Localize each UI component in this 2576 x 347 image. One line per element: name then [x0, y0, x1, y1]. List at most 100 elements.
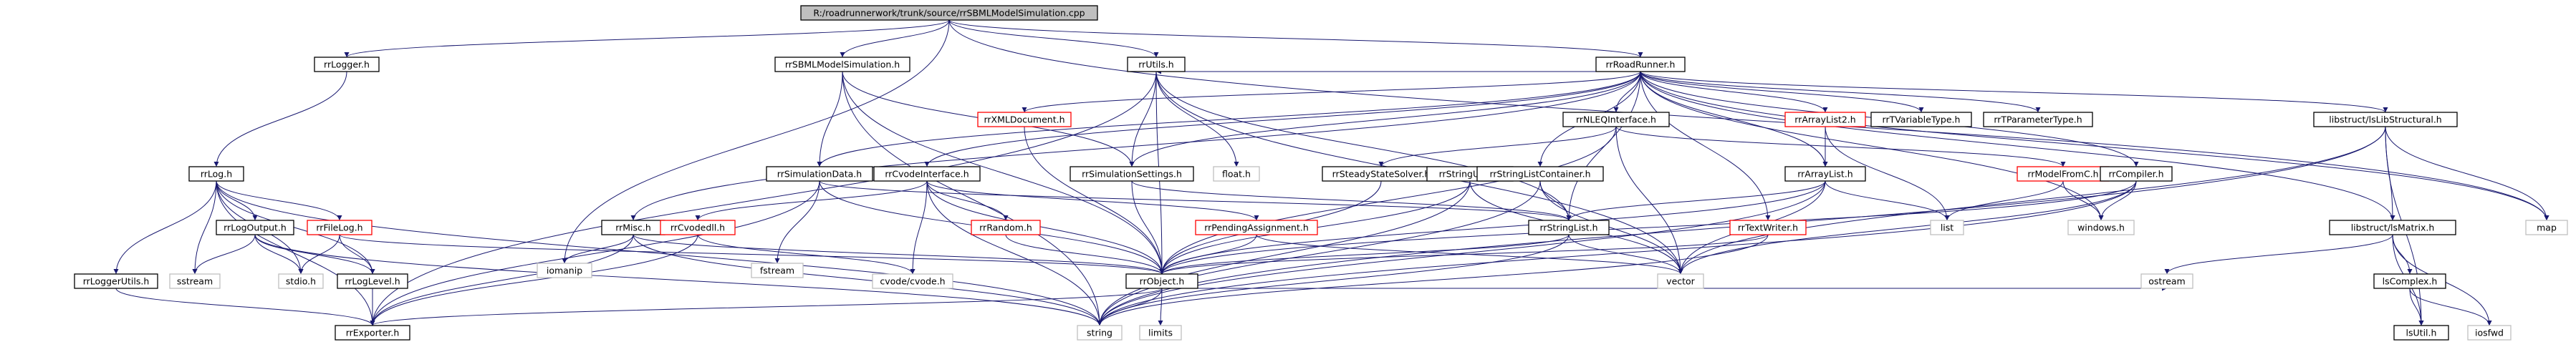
node-label: libstruct/lsLibStructural.h	[2329, 114, 2441, 125]
node-rrloglevel-h[interactable]: rrLogLevel.h	[337, 273, 408, 289]
node-box	[873, 166, 981, 182]
node-rrxmldocument-h[interactable]: rrXMLDocument.h	[977, 112, 1072, 127]
edge-rrcvodedll-h-to-cvode-cvode-h	[697, 234, 915, 275]
node-rrexporter-h[interactable]: rrExporter.h	[335, 325, 410, 341]
node-windows-h: windows.h	[2067, 220, 2135, 235]
node-label: rrTParameterType.h	[1994, 114, 2082, 125]
edge-rrstringlistcontainer-h-to-vector	[1539, 180, 1683, 275]
edge-rrsimulationsettings-h-to-rrstringlist-h	[1131, 180, 1572, 221]
node-box	[766, 166, 873, 182]
node-box	[2525, 220, 2568, 235]
node-rrutils-h[interactable]: rrUtils.h	[1127, 57, 1186, 72]
node-box	[1070, 166, 1194, 182]
node-label: rrTextWriter.h	[1738, 223, 1798, 233]
node-rrlogger-h[interactable]: rrLogger.h	[314, 57, 380, 72]
node-label: rrLogOutput.h	[224, 223, 287, 233]
node-rrstringlistcontainer-h[interactable]: rrStringListContainer.h	[1476, 166, 1604, 182]
edge-rrmodelfromc-h-to-list	[1944, 180, 2064, 221]
node-rrtvariabletype-h[interactable]: rrTVariableType.h	[1870, 112, 1972, 127]
node-box	[314, 57, 380, 72]
edge-rrutils-h-to-rrsimulationsettings-h	[1129, 71, 1157, 167]
node-rrcvodeinterface-h[interactable]: rrCvodeInterface.h	[873, 166, 981, 182]
edge-rrroadrunner-h-to-rrmisc-h	[630, 71, 1641, 221]
node-rrmodelfromc-h[interactable]: rrModelFromC.h	[2017, 166, 2110, 182]
node-box	[1657, 273, 1704, 289]
node-rrsbmlmodelsimulation-h[interactable]: rrSBMLModelSimulation.h	[774, 57, 910, 72]
edge-rrcvodeinterface-h-to-rrpendingassignment-h	[926, 180, 1259, 221]
node-box	[800, 5, 1098, 21]
node-label: lsComplex.h	[2383, 276, 2438, 287]
edge-rrnleqinterface-h-to-rrsteadystatesolver-h	[1378, 126, 1617, 167]
node-libstructlibstructural-h[interactable]: libstruct/lsLibStructural.h	[2313, 112, 2458, 127]
node-box	[216, 220, 294, 235]
edge-rrcvodedll-h-to-rrexporter-h	[370, 234, 698, 326]
node-lscomplex-h[interactable]: lsComplex.h	[2373, 273, 2446, 289]
node-rrnleqinterface-h[interactable]: rrNLEQInterface.h	[1562, 112, 1670, 127]
node-rrroadrunner-h[interactable]: rrRoadRunner.h	[1595, 57, 1686, 72]
node-label: rrCvodedll.h	[671, 223, 725, 233]
node-label: rrXMLDocument.h	[984, 114, 1064, 125]
node-rrcvodedll-h[interactable]: rrCvodedll.h	[660, 220, 736, 235]
node-rrarraylist2-h[interactable]: rrArrayList2.h	[1784, 112, 1866, 127]
node-iosfwd: iosfwd	[2467, 325, 2512, 341]
edge-rrobject-h-to-string	[1097, 288, 1163, 326]
node-box	[1125, 273, 1198, 289]
node-rrstringlist-h[interactable]: rrStringList.h	[1528, 220, 1610, 235]
edge-libstructlibstructural-h-to-vector	[1678, 126, 2386, 275]
edge-rrrandom-h-to-rrobject-h	[1005, 234, 1165, 275]
node-rrcompiler-h[interactable]: rrCompiler.h	[2100, 166, 2173, 182]
node-rrsteadystatesolver-h[interactable]: rrSteadyStateSolver.h	[1322, 166, 1441, 182]
root-file-node[interactable]: R:/roadrunnerwork/trunk/source/rrSBMLMod…	[800, 5, 1098, 21]
edge-libstructlsmatrix-h-to-ostream	[2164, 234, 2393, 275]
edge-rrmisc-h-to-rrexporter-h	[370, 234, 634, 326]
edge-rrutils-h-to-rrexporter-h	[370, 71, 1157, 326]
edge-rrmisc-h-to-iomanip	[562, 234, 634, 264]
node-rrrandom-h[interactable]: rrRandom.h	[971, 220, 1041, 235]
node-label: rrArrayList2.h	[1794, 114, 1855, 125]
node-rrtparametertype-h[interactable]: rrTParameterType.h	[1983, 112, 2093, 127]
node-box	[971, 220, 1041, 235]
node-label: rrExporter.h	[346, 328, 400, 338]
node-rrlog-h[interactable]: rrLog.h	[188, 166, 244, 182]
node-rrtextwriter-h[interactable]: rrTextWriter.h	[1729, 220, 1807, 235]
node-rrfilelog-h[interactable]: rrFileLog.h	[307, 220, 373, 235]
edge-rrroadrunner-h-to-libstructlibstructural-h	[1640, 71, 2388, 113]
node-label: float.h	[1222, 169, 1251, 180]
node-box	[1562, 112, 1670, 127]
node-map: map	[2525, 220, 2568, 235]
node-label: iosfwd	[2475, 328, 2504, 338]
node-label: rrNLEQInterface.h	[1576, 114, 1656, 125]
node-rrlogoutput-h[interactable]: rrLogOutput.h	[216, 220, 294, 235]
edge-rrarraylist-h-to-list	[1825, 180, 1950, 221]
node-rrloggerutils-h[interactable]: rrLoggerUtils.h	[74, 273, 158, 289]
node-label: rrObject.h	[1140, 276, 1185, 287]
node-box	[774, 57, 910, 72]
node-rrsimulationdata-h[interactable]: rrSimulationData.h	[766, 166, 873, 182]
node-label: rrCompiler.h	[2108, 169, 2163, 180]
node-rrpendingassignment-h[interactable]: rrPendingAssignment.h	[1195, 220, 1318, 235]
node-libstructlsmatrix-h[interactable]: libstruct/lsMatrix.h	[2329, 220, 2456, 235]
node-rrarraylist-h[interactable]: rrArrayList.h	[1784, 166, 1866, 182]
node-label: rrLoggerUtils.h	[83, 276, 150, 287]
node-label: rrSimulationData.h	[777, 169, 862, 180]
edge-rrlogoutput-h-to-stdio-h	[254, 234, 304, 275]
node-label: rrRandom.h	[979, 223, 1032, 233]
edge-rrstringlist-h-to-vector	[1568, 234, 1683, 275]
node-label: rrArrayList.h	[1797, 169, 1852, 180]
node-box	[2467, 325, 2512, 341]
edge-rrnleqinterface-h-to-rrmodelfromc-h	[1615, 126, 2066, 167]
edge-rrroadrunner-h-to-map	[1640, 71, 2549, 221]
node-label: rrUtils.h	[1138, 59, 1173, 70]
node-rrmisc-h[interactable]: rrMisc.h	[601, 220, 665, 235]
edge-rrfilelog-h-to-stdio-h	[298, 234, 340, 275]
node-box	[2313, 112, 2458, 127]
node-box	[537, 263, 592, 278]
node-box	[2393, 325, 2449, 341]
node-lsutil-h[interactable]: lsUtil.h	[2393, 325, 2449, 341]
edge-rrutils-h-to-float-h	[1155, 71, 1239, 167]
node-rrsimulationsettings-h[interactable]: rrSimulationSettings.h	[1070, 166, 1194, 182]
edge-rrcompiler-h-to-windows-h	[2098, 180, 2137, 221]
node-rrobject-h[interactable]: rrObject.h	[1125, 273, 1198, 289]
node-cvode-cvode-h: cvode/cvode.h	[872, 273, 953, 289]
